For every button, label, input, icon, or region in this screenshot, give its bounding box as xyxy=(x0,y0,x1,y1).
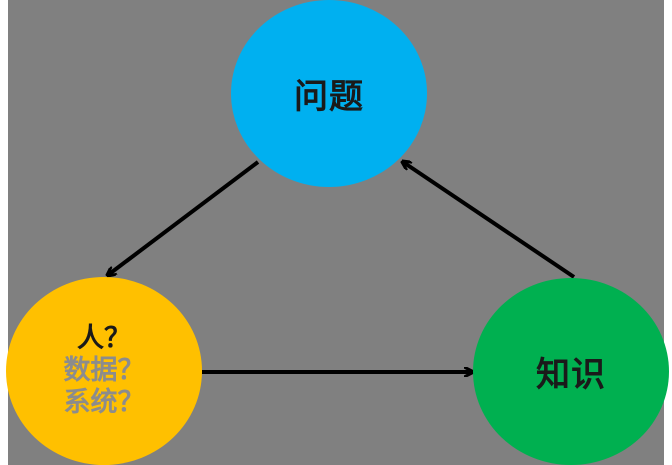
node-people-line-people: 人？ xyxy=(77,323,131,355)
node-people: 人？ 数据？ 系统？ xyxy=(6,277,202,465)
node-people-line-data: 数据？ xyxy=(63,355,145,387)
node-people-circle xyxy=(6,277,202,465)
node-knowledge-label: 知识 xyxy=(536,355,606,395)
node-people-line-system: 系统？ xyxy=(63,386,145,418)
node-problem-label: 问题 xyxy=(294,77,364,117)
node-people-labels: 人？ 数据？ 系统？ xyxy=(64,323,145,419)
arrow-problem-to-people xyxy=(108,160,260,275)
node-knowledge: 知识 xyxy=(473,278,669,465)
arrow-knowledge-to-problem xyxy=(403,162,576,279)
node-problem: 问题 xyxy=(231,0,427,187)
